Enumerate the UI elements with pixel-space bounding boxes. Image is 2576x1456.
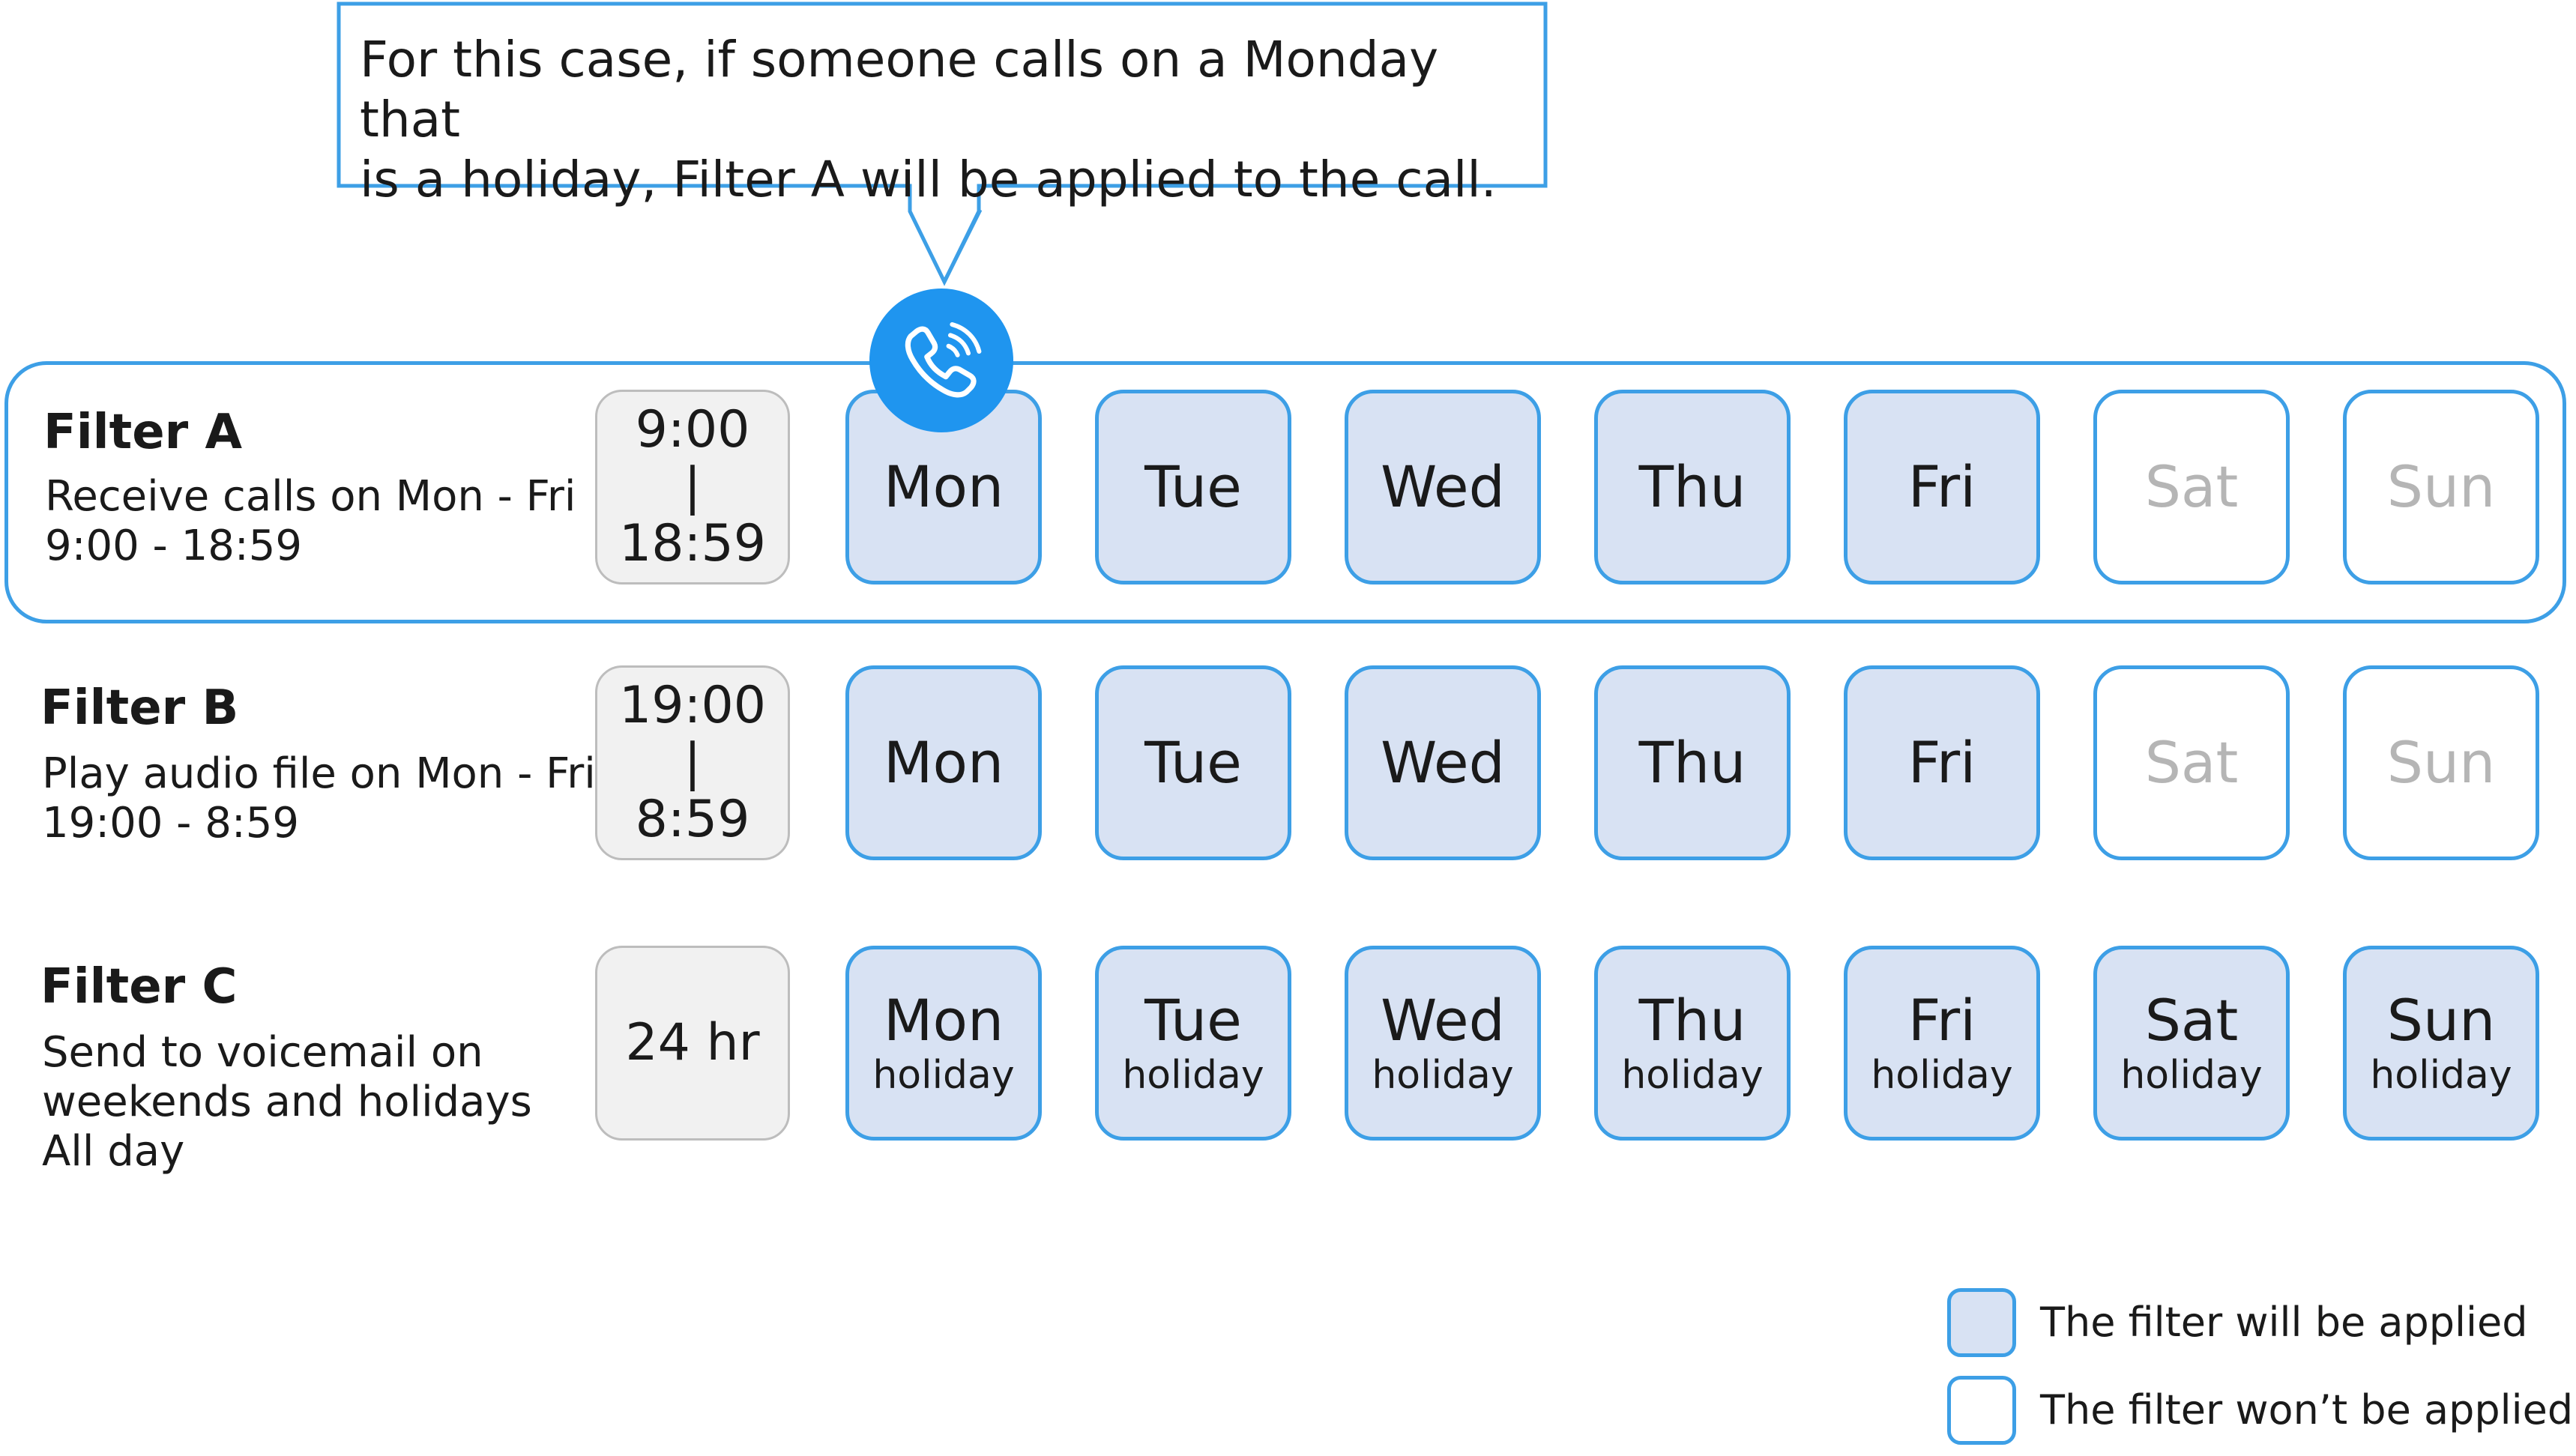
day-sublabel: holiday (1871, 1053, 2013, 1098)
filter-c-description: Send to voicemail on weekends and holida… (42, 1028, 532, 1176)
filter-a-day-sat: Sat (2093, 390, 2290, 584)
filter-b-day-mon: Mon (845, 665, 1042, 860)
incoming-call-icon (869, 289, 1013, 432)
callout-text: For this case, if someone calls on a Mon… (360, 30, 1529, 210)
filter-b-day-wed: Wed (1345, 665, 1541, 860)
legend-not-applied-swatch (1947, 1376, 2016, 1445)
filter-c-day-fri: Fri holiday (1844, 946, 2040, 1141)
day-label: Sat (2144, 729, 2239, 796)
day-label: Sun (2386, 453, 2496, 520)
callout-line-1: For this case, if someone calls on a Mon… (360, 31, 1439, 148)
day-label: Sat (2144, 987, 2239, 1054)
filter-b-description: Play audio file on Mon - Fri 19:00 - 8:5… (42, 749, 596, 848)
day-label: Fri (1907, 453, 1976, 520)
day-label: Thu (1638, 453, 1746, 520)
filter-b-day-fri: Fri (1844, 665, 2040, 860)
day-sublabel: holiday (1372, 1053, 1514, 1098)
filter-c-day-sat: Sat holiday (2093, 946, 2290, 1141)
legend-applied-swatch (1947, 1288, 2016, 1357)
legend-applied-label: The filter will be applied (2040, 1299, 2528, 1346)
legend-not-applied-label: The filter won’t be applied (2040, 1386, 2574, 1434)
day-sublabel: holiday (1122, 1053, 1264, 1098)
filter-a-day-thu: Thu (1594, 390, 1791, 584)
filter-b-day-sat: Sat (2093, 665, 2290, 860)
day-label: Fri (1907, 729, 1976, 796)
day-label: Fri (1907, 987, 1976, 1054)
day-label: Tue (1144, 987, 1242, 1054)
filter-c-day-wed: Wed holiday (1345, 946, 1541, 1141)
day-label: Sat (2144, 453, 2239, 520)
filter-c-title: Filter C (40, 959, 238, 1015)
day-label: Mon (883, 987, 1004, 1054)
filter-b-title: Filter B (40, 680, 239, 736)
day-sublabel: holiday (1621, 1053, 1764, 1098)
day-label: Sun (2386, 729, 2496, 796)
filter-a-title: Filter A (43, 405, 242, 460)
filter-c-time-range: 24 hr (595, 946, 790, 1141)
day-label: Tue (1144, 729, 1242, 796)
day-label: Thu (1638, 729, 1746, 796)
filter-a-day-fri: Fri (1844, 390, 2040, 584)
day-sublabel: holiday (2370, 1053, 2512, 1098)
day-label: Tue (1144, 453, 1242, 520)
day-label: Wed (1381, 987, 1505, 1054)
day-label: Thu (1638, 987, 1746, 1054)
filter-a-day-wed: Wed (1345, 390, 1541, 584)
day-label: Wed (1381, 729, 1505, 796)
day-sublabel: holiday (872, 1053, 1015, 1098)
callout-line-2: is a holiday, Filter A will be applied t… (360, 151, 1497, 208)
day-label: Sun (2386, 987, 2496, 1054)
filter-b-day-sun: Sun (2343, 665, 2539, 860)
day-label: Mon (883, 729, 1004, 796)
phone-glyph (905, 322, 982, 398)
filter-c-day-mon: Mon holiday (845, 946, 1042, 1141)
day-label: Wed (1381, 453, 1505, 520)
filter-b-time-range: 19:00 | 8:59 (595, 665, 790, 860)
filter-c-day-thu: Thu holiday (1594, 946, 1791, 1141)
filter-a-day-sun: Sun (2343, 390, 2539, 584)
day-sublabel: holiday (2120, 1053, 2263, 1098)
filter-a-day-tue: Tue (1095, 390, 1291, 584)
filter-b-day-tue: Tue (1095, 665, 1291, 860)
filter-c-day-tue: Tue holiday (1095, 946, 1291, 1141)
filter-a-time-range: 9:00 | 18:59 (595, 390, 790, 584)
filter-c-day-sun: Sun holiday (2343, 946, 2539, 1141)
filter-b-day-thu: Thu (1594, 665, 1791, 860)
day-label: Mon (883, 453, 1004, 520)
filter-a-description: Receive calls on Mon - Fri 9:00 - 18:59 (45, 472, 576, 570)
